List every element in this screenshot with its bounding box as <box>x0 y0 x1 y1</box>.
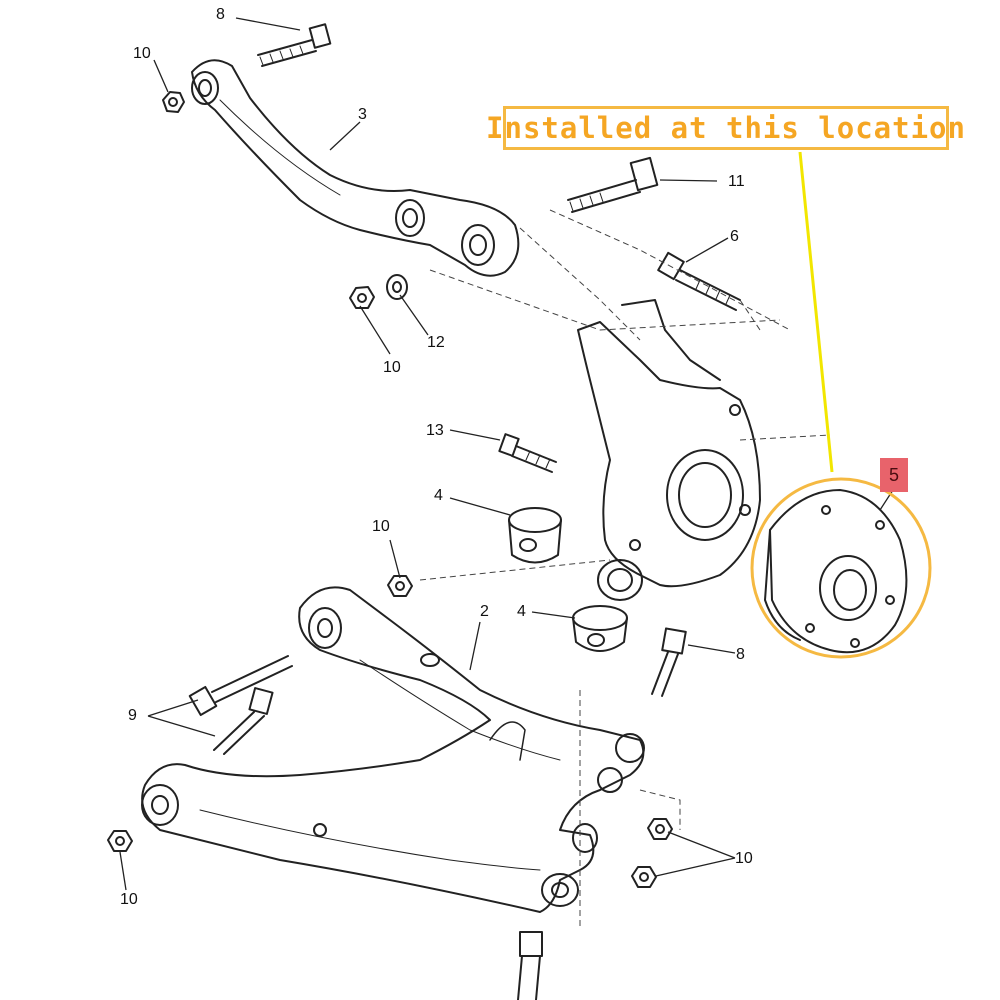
label-2: 2 <box>480 603 489 620</box>
nut-10-right-b <box>631 866 657 888</box>
nut-10-center <box>387 575 413 597</box>
nut-10-left-lower <box>107 830 133 852</box>
bolt-11 <box>567 156 659 213</box>
nut-10-top-left <box>162 91 185 113</box>
label-10-a: 10 <box>133 45 151 62</box>
label-10-d: 10 <box>120 891 138 908</box>
upper-link-3 <box>191 59 520 277</box>
highlight-circle <box>750 477 932 659</box>
label-13: 13 <box>426 422 444 439</box>
callout-text: Installed at this location <box>486 111 966 145</box>
callout-box: Installed at this location <box>486 106 965 150</box>
bolt-8-lower <box>651 627 687 697</box>
bolt-9-lower <box>213 687 274 755</box>
label-10-c: 10 <box>372 518 390 535</box>
label-11: 11 <box>728 173 745 190</box>
wheel-hub-5 <box>764 489 908 654</box>
label-leaders <box>119 17 894 891</box>
bolt-bottom <box>517 931 543 1000</box>
bolt-13 <box>498 433 557 473</box>
label-6: 6 <box>730 228 739 245</box>
label-9: 9 <box>128 707 137 724</box>
label-8-b: 8 <box>736 646 745 663</box>
label-3: 3 <box>358 106 367 123</box>
label-12: 12 <box>427 334 445 351</box>
knuckle <box>577 299 761 601</box>
label-4-a: 4 <box>434 487 443 504</box>
washer-12 <box>386 274 408 300</box>
label-8-top: 8 <box>216 6 225 23</box>
label-4-b: 4 <box>517 603 526 620</box>
bushing-4-lower <box>572 605 628 652</box>
label-10-b: 10 <box>383 359 401 376</box>
bushing-4-upper <box>508 507 562 564</box>
label-10-e: 10 <box>735 850 753 867</box>
bolt-8-top <box>257 23 332 67</box>
assembly-lines <box>419 209 831 930</box>
part-number-badge: 5 <box>880 458 908 492</box>
lower-control-arm-2 <box>141 586 645 913</box>
nut-10-mid <box>349 286 375 309</box>
callout-leader <box>798 151 834 473</box>
bolt-9-upper <box>188 655 293 717</box>
nut-10-right-a <box>647 818 673 840</box>
